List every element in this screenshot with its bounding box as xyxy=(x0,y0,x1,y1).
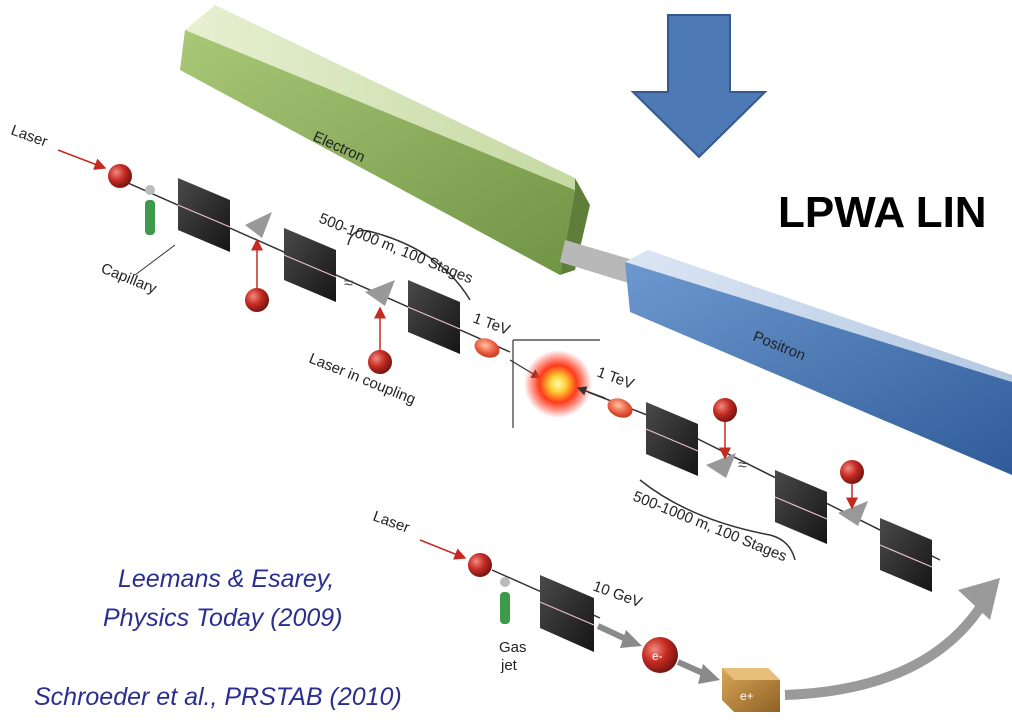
coupling-mirror xyxy=(245,212,272,238)
stage-cell xyxy=(178,178,230,252)
grey-arrow-icon xyxy=(698,664,720,684)
return-arrow xyxy=(784,597,990,700)
stage-cell xyxy=(408,280,460,354)
citation-line-2: Physics Today (2009) xyxy=(103,604,343,632)
positron-block: Positron xyxy=(625,250,1012,475)
electron-particle xyxy=(642,637,678,673)
stages-bottom-label: 500-1000 m, 100 Stages xyxy=(631,488,790,565)
coupling-mirror xyxy=(838,501,868,526)
laser-coupling-dot xyxy=(245,288,269,312)
stage-cells-positron xyxy=(645,402,933,592)
laser-arrow-top xyxy=(57,149,107,170)
citation-line-3: Schroeder et al., PRSTAB (2010) xyxy=(34,683,402,711)
laser-coupling-dot xyxy=(368,350,392,374)
gev-label: 10 GeV xyxy=(591,578,645,611)
stage-cell xyxy=(284,228,336,302)
stage-cell xyxy=(646,402,698,476)
gas-jet-label-1: Gas xyxy=(499,639,527,656)
electron-block: Electron xyxy=(180,5,590,275)
connector-bar xyxy=(560,240,640,285)
laser-coupling-label: Laser in coupling xyxy=(307,350,419,408)
tev-right-label: 1 TeV xyxy=(595,364,637,393)
electron-bunch xyxy=(474,338,500,358)
positron-symbol: e+ xyxy=(740,689,754,703)
laser-coupling-dot xyxy=(840,460,864,484)
stages-brace-top xyxy=(347,229,471,301)
down-arrow-icon xyxy=(630,14,768,159)
collision-point xyxy=(524,350,592,418)
capillary-label: Capillary xyxy=(99,260,160,298)
electron-symbol: e- xyxy=(652,649,663,663)
laser-coupling-dot xyxy=(713,398,737,422)
positron-bunch xyxy=(607,398,633,418)
return-arrow-head-icon xyxy=(958,578,1000,620)
gas-bottle-icon xyxy=(145,200,155,235)
coupling-mirror xyxy=(365,280,395,306)
citation-line-1: Leemans & Esarey, xyxy=(118,565,335,593)
stage-cell xyxy=(775,470,827,544)
laser-source-top xyxy=(108,164,132,188)
stages-brace-bottom xyxy=(639,479,796,561)
break-mark: ≈ xyxy=(344,275,353,292)
gas-jet-label-2: jet xyxy=(500,657,518,674)
slide-title: LPWA LIN xyxy=(778,188,987,237)
break-mark: ≈ xyxy=(738,457,747,474)
stages-top-label: 500-1000 m, 100 Stages xyxy=(317,210,476,287)
stage-cells-upper xyxy=(177,178,461,354)
laser-arrow-bottom xyxy=(419,539,467,560)
laser-bottom-label: Laser xyxy=(371,508,412,537)
stage-cell xyxy=(880,518,932,592)
grey-arrow-icon xyxy=(620,630,642,648)
coupling-mirror xyxy=(706,453,736,478)
laser-top-label: Laser xyxy=(9,122,50,151)
tev-left-label: 1 TeV xyxy=(471,310,513,339)
laser-source-bottom xyxy=(468,553,492,577)
gas-jet-icon xyxy=(500,592,510,624)
